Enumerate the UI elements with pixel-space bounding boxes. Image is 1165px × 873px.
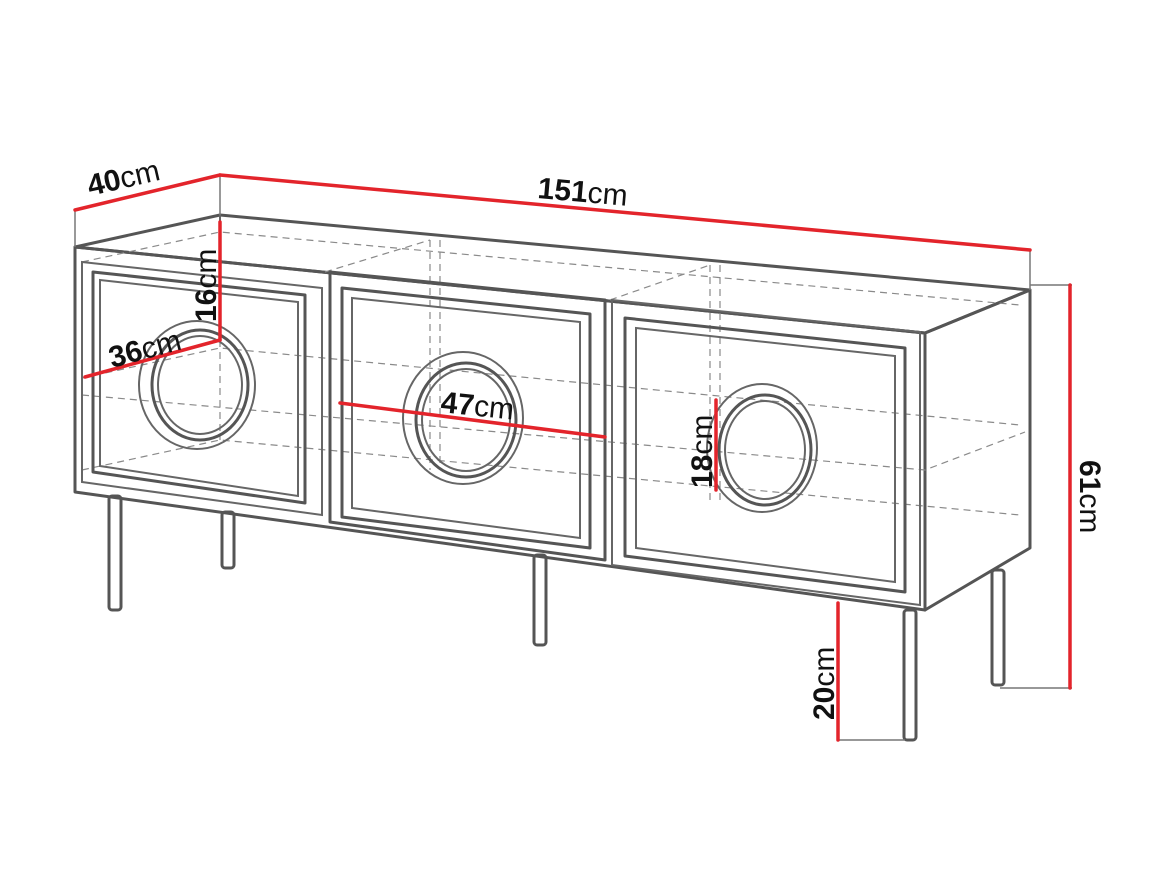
door-cutout-label: 18cm	[686, 415, 719, 488]
door-middle	[328, 270, 607, 562]
door-left	[81, 260, 323, 517]
inner-depth-line	[83, 338, 222, 379]
circle-handle-icon	[138, 320, 256, 450]
leg	[220, 510, 236, 570]
width-label: 151cm	[536, 172, 629, 213]
extension-lines	[74, 175, 1072, 741]
legs	[107, 494, 1006, 742]
leg	[107, 494, 123, 612]
depth-label: 40cm	[84, 154, 163, 203]
cabinet-side	[923, 288, 1032, 612]
inner-depth-label: 36cm	[105, 324, 184, 375]
dimension-lines	[73, 173, 1072, 742]
compartment-width-line	[338, 401, 607, 439]
depth-line	[73, 173, 222, 212]
leg	[532, 553, 548, 647]
circle-handle-icon	[706, 383, 818, 513]
width-line	[218, 173, 1032, 252]
hidden-shelf-lines	[81, 231, 1026, 516]
height-label: 61cm	[1073, 460, 1106, 533]
compartment-width-label: 47cm	[439, 386, 515, 426]
inner-height-label: 16cm	[190, 249, 223, 322]
leg	[990, 568, 1006, 687]
leg	[902, 608, 918, 742]
leg-height-label: 20cm	[808, 647, 841, 720]
door-right	[611, 298, 921, 607]
circle-handle-icon	[402, 351, 524, 485]
